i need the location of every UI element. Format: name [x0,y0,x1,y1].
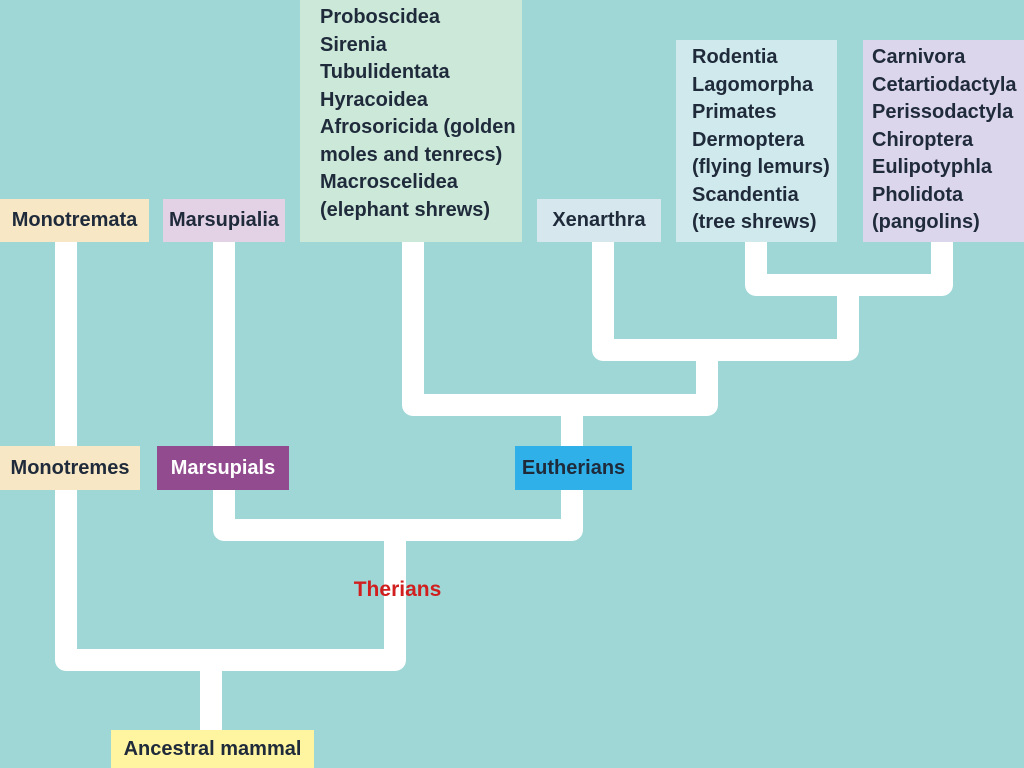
order-tubulidentata: Tubulidentata [320,61,450,83]
order-hyracoidea: Hyracoidea [320,88,428,111]
eutherians-label: Eutherians [515,446,632,490]
order-proboscidea: Proboscidea [320,6,441,28]
order-lagomorpha: Lagomorpha [692,73,814,96]
marsupials-label: Marsupials [157,446,289,490]
monotremes-label: Monotremes [0,446,140,490]
order-dermoptera-note: (flying lemurs) [692,156,830,178]
order-pholidota: Pholidota [872,183,964,206]
order-perissodactyla: Perissodactyla [872,101,1014,123]
afrotheria-orders-box: Proboscidea Sirenia Tubulidentata Hyraco… [300,0,522,242]
order-rodentia: Rodentia [692,46,778,68]
monotremata-label: Monotremata [0,199,149,242]
xenarthra-label: Xenarthra [537,199,661,242]
order-cetartiodactyla: Cetartiodactyla [872,73,1017,96]
order-dermoptera: Dermoptera [692,128,805,151]
order-eulipotyphla: Eulipotyphla [872,156,992,178]
order-afrosoricida: Afrosoricida (golden [320,116,516,138]
ancestral-mammal-label: Ancestral mammal [111,730,314,768]
marsupialia-label: Marsupialia [163,199,285,242]
order-primates: Primates [692,101,777,123]
laurasiatheria-orders-box: Carnivora Cetartiodactyla Perissodactyla… [863,40,1024,242]
order-macroscelidea: Macroscelidea [320,171,458,193]
branch-xenarthra-group [592,240,859,361]
order-scandentia: Scandentia [692,183,799,206]
therians-label: Therians [353,578,442,601]
branch-euarchontoglires-laurasiatheria [745,240,953,296]
order-carnivora: Carnivora [872,46,966,68]
euarchontoglires-orders-box: Rodentia Lagomorpha Primates Dermoptera … [676,40,837,242]
branch-afrotheria-boreoeutheria [402,240,718,416]
order-macroscelidea-note: (elephant shrews) [320,198,491,221]
order-scandentia-note: (tree shrews) [692,211,817,233]
order-chiroptera: Chiroptera [872,128,974,151]
order-pholidota-note: (pangolins) [872,211,980,233]
order-afrosoricida-note: moles and tenrecs) [320,143,503,166]
order-sirenia: Sirenia [320,33,387,56]
